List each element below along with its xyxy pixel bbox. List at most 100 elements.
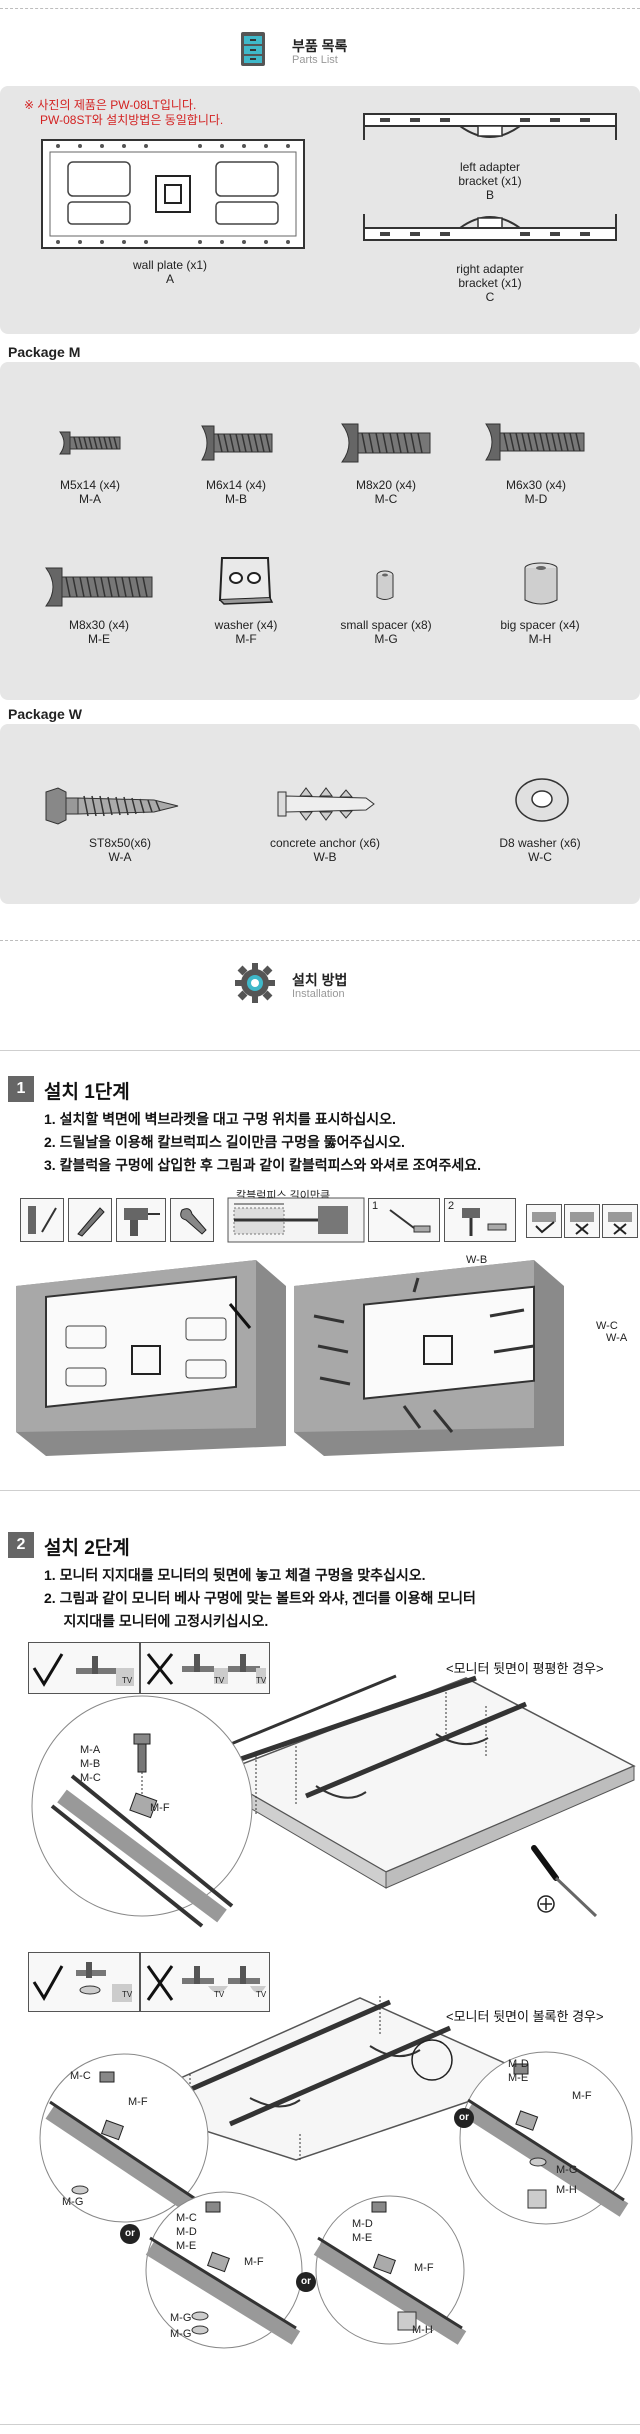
tool-box-level (20, 1198, 64, 1242)
left-bracket-name: left adapter (459, 160, 521, 174)
curved-label-m-d: M-D (508, 2058, 529, 2070)
concrete-anchor-icon (277, 787, 375, 821)
item-name: M8x20 (x4) (355, 478, 417, 492)
tv-label: TV (214, 1676, 225, 1685)
step1-number: 1 (8, 1076, 34, 1102)
right-bracket-name2: bracket (x1) (458, 276, 522, 290)
screwdriver-icon (531, 1845, 598, 1918)
curved-detail-2 (459, 2051, 633, 2225)
parts-list-subtitle: Parts List (292, 54, 338, 66)
curved-detail-4 (313, 2195, 467, 2345)
item-name: big spacer (x4) (500, 618, 580, 632)
step1-instruction-2: 2. 드릴날을 이용해 칼브럭피스 길이만큼 구멍을 뚫어주십시오. (44, 1134, 405, 1150)
or-badge: or (120, 2224, 140, 2244)
label-w-b: W-B (466, 1254, 488, 1266)
tv-label: TV (122, 1990, 133, 1999)
package-m-item-caption: M8x30 (x4)M-E (44, 618, 154, 646)
wrench-icon (180, 1208, 207, 1235)
check-icon (32, 1653, 134, 1687)
curved-detail-3 (145, 2191, 303, 2349)
curved-monitor-back-illustration (119, 1996, 541, 2162)
curved-label-m-g: M-G (170, 2312, 192, 2324)
curved-label-m-g: M-G (170, 2328, 192, 2340)
package-w-label: Package W (8, 706, 82, 722)
tv-label: TV (122, 1676, 133, 1685)
right-bracket-code: C (485, 290, 495, 304)
left-bracket-name2: bracket (x1) (458, 174, 522, 188)
step2-number: 2 (8, 1532, 34, 1558)
screw-m8x30-icon (45, 567, 153, 607)
wall-plate-caption: wall plate (x1) A (110, 258, 230, 286)
item-code: W-A (108, 850, 132, 864)
tool-step-number-2: 2 (448, 1200, 455, 1212)
step1-title: 설치 1단계 (44, 1082, 130, 1103)
d8-washer-icon (515, 778, 569, 822)
installation-subtitle: Installation (292, 988, 345, 1000)
item-code: M-G (374, 632, 398, 646)
small-spacer-icon (376, 570, 394, 600)
cross-icon (570, 1212, 594, 1235)
cross-icon (146, 1965, 266, 2001)
tv-label: TV (256, 1676, 267, 1685)
wall-plate-illustration (41, 139, 305, 249)
screw-m5x14-icon (59, 431, 121, 455)
cross-icon (146, 1653, 266, 1685)
step1-instruction-3: 3. 칼블럭을 구멍에 삽입한 후 그림과 같이 칼블럭피스와 와셔로 조여주세… (44, 1157, 481, 1173)
screw-m6x30-icon (485, 423, 585, 461)
flat-label-m-a: M-A (80, 1744, 101, 1756)
tv-label: TV (214, 1990, 225, 1999)
curved-label-m-g: M-G (62, 2196, 84, 2208)
curved-label-m-e: M-E (352, 2232, 373, 2244)
drill-depth-diagram (227, 1197, 365, 1243)
package-m-panel (0, 362, 640, 700)
wall-mount-marking-illustration (16, 1260, 286, 1456)
product-note-line2: PW-08ST와 설치방법은 동일합니다. (40, 113, 224, 127)
tv-label: TV (256, 1990, 267, 1999)
bottom-rule (0, 2424, 640, 2425)
big-spacer-icon (524, 562, 558, 605)
screw-m8x20-icon (341, 423, 431, 463)
item-name: small spacer (x8) (340, 618, 432, 632)
curved-label-m-h: M-H (556, 2184, 577, 2196)
flat-label-m-c: M-C (80, 1772, 101, 1784)
item-code: M-F (235, 632, 257, 646)
gear-icon (235, 963, 275, 1003)
package-m-item-caption: small spacer (x8)M-G (326, 618, 446, 646)
or-badge: or (296, 2272, 316, 2292)
flat-label-m-f: M-F (150, 1802, 170, 1814)
label-w-a: W-A (606, 1332, 628, 1344)
curved-label-m-e: M-E (176, 2240, 197, 2252)
item-name: M5x14 (x4) (59, 478, 121, 492)
product-note-line1: ※ 사진의 제품은 PW-08LT입니다. (24, 98, 197, 112)
left-bracket-caption: left adapter bracket (x1) B (420, 160, 560, 202)
item-name: M6x30 (x4) (505, 478, 567, 492)
curved-back-case-label: <모니터 뒷면이 볼록한 경우> (446, 2009, 604, 2024)
right-adapter-bracket-illustration (363, 214, 617, 241)
package-m-item-caption: washer (x4)M-F (196, 618, 296, 646)
package-m-item-caption: M6x14 (x4)M-B (186, 478, 286, 506)
wall-plate-code: A (165, 272, 174, 286)
step2-instruction-3: 지지대를 모니터에 고정시키십시오. (44, 1613, 269, 1629)
curved-label-m-d: M-D (352, 2218, 373, 2230)
step1-top-rule (0, 1050, 640, 1051)
hammer-icon (462, 1208, 507, 1236)
tool-step-number-1: 1 (372, 1200, 379, 1212)
drill-icon (124, 1208, 160, 1236)
item-code: M-D (524, 492, 548, 506)
curved-label-m-f: M-F (128, 2096, 148, 2108)
screw-m6x14-icon (201, 425, 273, 461)
package-m-item-caption: M6x30 (x4)M-D (486, 478, 586, 506)
package-m-item-caption: M5x14 (x4)M-A (40, 478, 140, 506)
item-name: washer (x4) (214, 618, 278, 632)
package-w-item-caption: concrete anchor (x6)W-B (250, 836, 400, 864)
item-code: M-B (225, 492, 247, 506)
flat-back-case-label: <모니터 뒷면이 평평한 경우> (446, 1661, 604, 1676)
washer-plate-icon (218, 557, 274, 605)
lag-screw-icon (45, 787, 179, 825)
installation-title: 설치 방법 (292, 972, 348, 988)
curved-label-m-f: M-F (244, 2256, 264, 2268)
curved-label-m-e: M-E (508, 2072, 529, 2084)
left-bracket-code: B (485, 188, 494, 202)
item-code: M-H (528, 632, 552, 646)
item-name: M6x14 (x4) (205, 478, 267, 492)
